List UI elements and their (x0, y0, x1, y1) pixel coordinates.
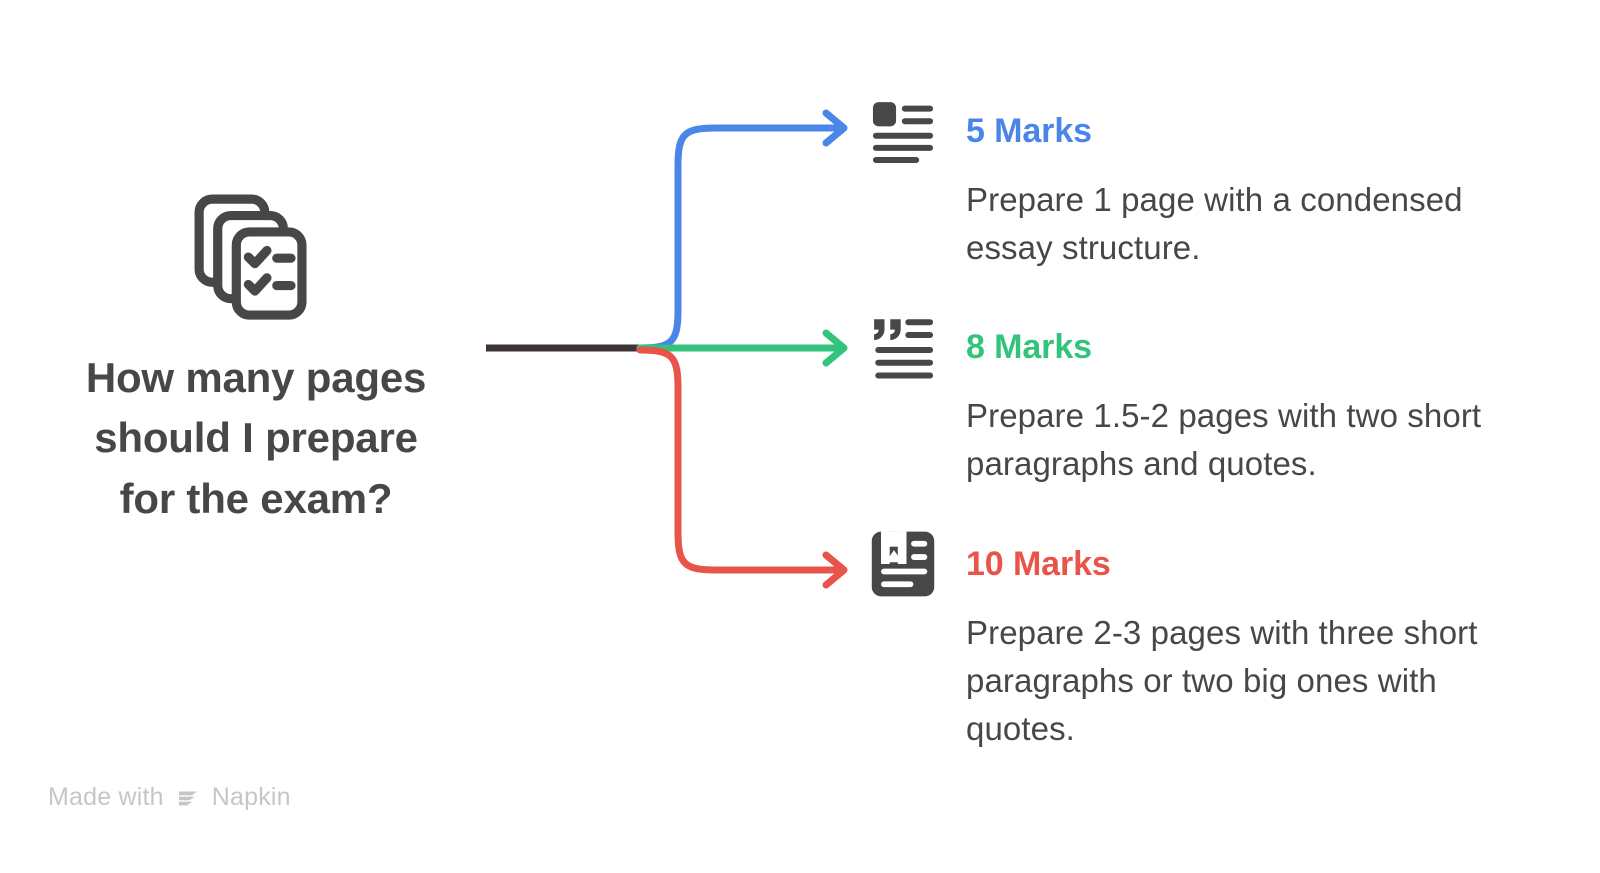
branch-header: 8 Marks (866, 310, 1566, 384)
arrowhead-10-marks (822, 551, 848, 589)
branch-body-8-marks: Prepare 1.5-2 pages with two short parag… (966, 397, 1482, 482)
quote-with-lines-icon (874, 319, 934, 379)
article-with-thumbnail-icon (872, 102, 934, 164)
filled-document-icon (871, 531, 935, 597)
stacked-checklist-cards-icon (194, 194, 307, 320)
branch-label-10-marks: 10 Marks (966, 545, 1111, 583)
branch-label-8-marks: 8 Marks (966, 328, 1092, 366)
branch-node-8-marks: 8 Marks Prepare 1.5-2 pages with two sho… (866, 310, 1566, 488)
branch-body-5-marks: Prepare 1 page with a condensed essay st… (966, 181, 1463, 266)
root-title: How many pages should I prepare for the … (85, 354, 427, 522)
branch-node-10-marks: 10 Marks Prepare 2-3 pages with three sh… (866, 527, 1566, 753)
arrowhead-8-marks (822, 329, 848, 367)
branch-label-5-marks: 5 Marks (966, 112, 1092, 150)
napkin-logo-icon (178, 791, 197, 805)
root-node: How many pages should I prepare for the … (46, 186, 466, 529)
branch-header: 10 Marks (866, 527, 1566, 601)
connector-branch-5-marks (636, 124, 842, 352)
branch-node-5-marks: 5 Marks Prepare 1 page with a condensed … (866, 94, 1566, 272)
watermark-text: Made with (48, 783, 164, 811)
watermark-brand: Napkin (211, 783, 291, 811)
connector-branch-10-marks (636, 346, 842, 574)
branch-body-10-marks: Prepare 2-3 pages with three short parag… (966, 614, 1478, 747)
watermark: Made with Napkin (48, 783, 291, 812)
arrowhead-5-marks (822, 109, 848, 147)
branch-header: 5 Marks (866, 94, 1566, 168)
